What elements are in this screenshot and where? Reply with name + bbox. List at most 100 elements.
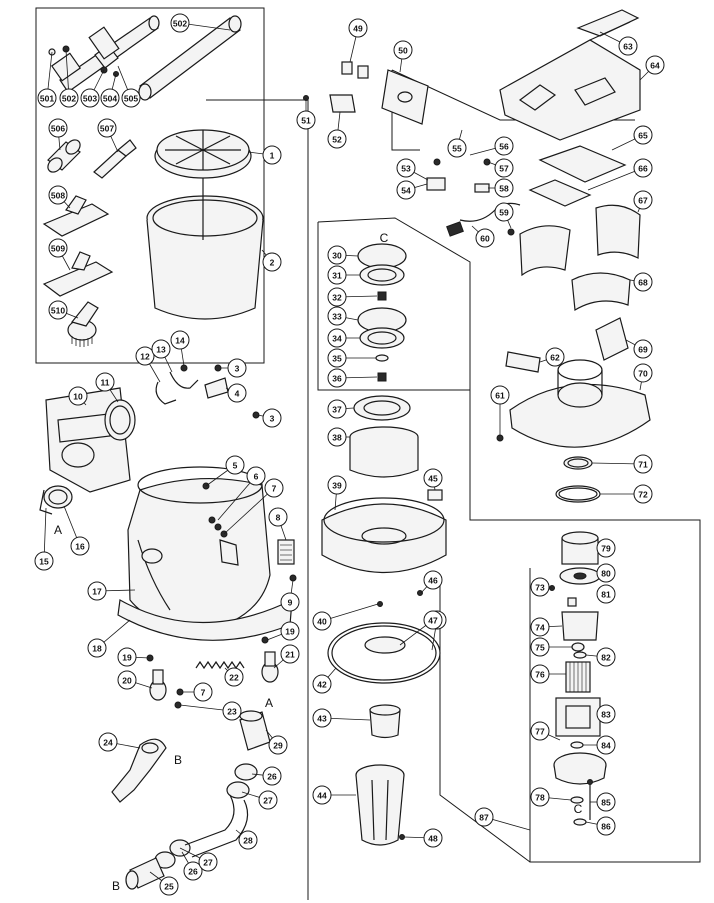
callout-circle	[227, 358, 247, 378]
callout-circle	[633, 158, 653, 178]
callout-parts: 5	[225, 455, 245, 475]
callout-perforated-disc: 33	[327, 306, 347, 326]
callout-circle	[596, 735, 616, 755]
callout-circle	[48, 238, 68, 258]
callout-circle	[596, 538, 616, 558]
callout-number: 13	[156, 345, 166, 355]
callout-circle	[396, 158, 416, 178]
callout-number: 87	[479, 813, 489, 823]
callout-disc: 46	[423, 570, 443, 590]
callout-circle	[633, 339, 653, 359]
callout-circle	[87, 638, 107, 658]
callout-number: 10	[73, 392, 83, 402]
extension-wand	[59, 15, 242, 101]
callout-circle	[596, 704, 616, 724]
stator	[555, 697, 601, 737]
callout-number: 21	[285, 650, 295, 660]
callout-screw: 58	[494, 178, 514, 198]
leader-line	[587, 167, 644, 191]
float-cage	[355, 764, 405, 846]
callout-pad: 68	[633, 272, 653, 292]
callout-screw: 3	[227, 358, 247, 378]
callout-screw: 9	[280, 592, 300, 612]
callout-washer: 84	[596, 735, 616, 755]
callout-stator: 83	[596, 704, 616, 724]
gasket	[555, 485, 601, 503]
callout-circle	[596, 647, 616, 667]
callout-circle	[238, 830, 258, 850]
inlet-port	[39, 485, 73, 515]
callout-circle	[474, 807, 494, 827]
callout-number: 18	[92, 644, 102, 654]
callout-circle	[87, 581, 107, 601]
callout-number: 76	[535, 670, 545, 680]
callout-circle	[327, 427, 347, 447]
callout-circle	[312, 674, 332, 694]
callout-number: 23	[227, 707, 237, 717]
callout-bracket: 4	[227, 383, 247, 403]
callout-circle	[262, 145, 282, 165]
callout-clip: 15	[34, 551, 54, 571]
callout-circle	[596, 816, 616, 836]
callout-number: 9	[288, 598, 293, 608]
callout-number: 502	[62, 94, 76, 104]
callout-motor-assembly: 87	[474, 807, 494, 827]
callout-circle	[530, 664, 550, 684]
callout-number: 19	[122, 653, 132, 663]
connection-marker-a: A	[265, 696, 273, 710]
callout-number: 44	[317, 791, 327, 801]
callout-number: 85	[601, 798, 611, 808]
callout-circle	[447, 138, 467, 158]
terminal	[426, 177, 446, 191]
nut	[377, 291, 387, 382]
callout-circle	[327, 328, 347, 348]
callout-circle	[117, 670, 137, 690]
perforated-disc	[357, 243, 407, 333]
callout-screw: 19	[117, 647, 137, 667]
callout-number: 42	[317, 680, 327, 690]
callout-number: 38	[332, 433, 342, 443]
callout-filter-bag: 2	[262, 252, 282, 272]
callout-spring: 21	[280, 644, 300, 664]
wire	[155, 364, 199, 405]
callout-top-cover: 63	[618, 36, 638, 56]
callout-circle	[327, 399, 347, 419]
callout-ring: 70	[633, 363, 653, 383]
callout-ring: 27	[198, 852, 218, 872]
callout-circle	[258, 790, 278, 810]
callout-number: 32	[332, 293, 342, 303]
motor-base	[509, 359, 651, 448]
callout-circle	[312, 785, 332, 805]
hose-handle	[111, 738, 167, 803]
bracket	[553, 752, 607, 785]
hose-end	[125, 857, 165, 890]
label	[427, 489, 443, 501]
callout-tank: 17	[87, 581, 107, 601]
callout-circle	[494, 202, 514, 222]
callout-number: 63	[623, 42, 633, 52]
callout-brush-holder: 73	[530, 577, 550, 597]
callout-hose-end: 505	[121, 88, 141, 108]
callout-number: 79	[601, 544, 611, 554]
callout-circle	[327, 306, 347, 326]
handle	[576, 9, 640, 41]
callout-hose-cuff: 29	[268, 735, 288, 755]
callout-number: 61	[495, 391, 505, 401]
callout-number: 75	[535, 643, 545, 653]
callout-number: 51	[301, 116, 311, 126]
housing	[561, 531, 599, 565]
callout-number: 60	[480, 234, 490, 244]
callout-circle	[59, 88, 79, 108]
callout-washer: 82	[596, 647, 616, 667]
callout-filter-ring: 37	[327, 399, 347, 419]
callout-power-cord: 59	[494, 202, 514, 222]
bracket	[204, 377, 229, 399]
callout-number: 7	[272, 484, 277, 494]
callout-number: 3	[270, 414, 275, 424]
callout-number: 27	[263, 796, 273, 806]
callout-sheet: 67	[633, 190, 653, 210]
callout-circle	[633, 363, 653, 383]
callout-circle	[327, 287, 347, 307]
nozzle	[47, 139, 81, 173]
